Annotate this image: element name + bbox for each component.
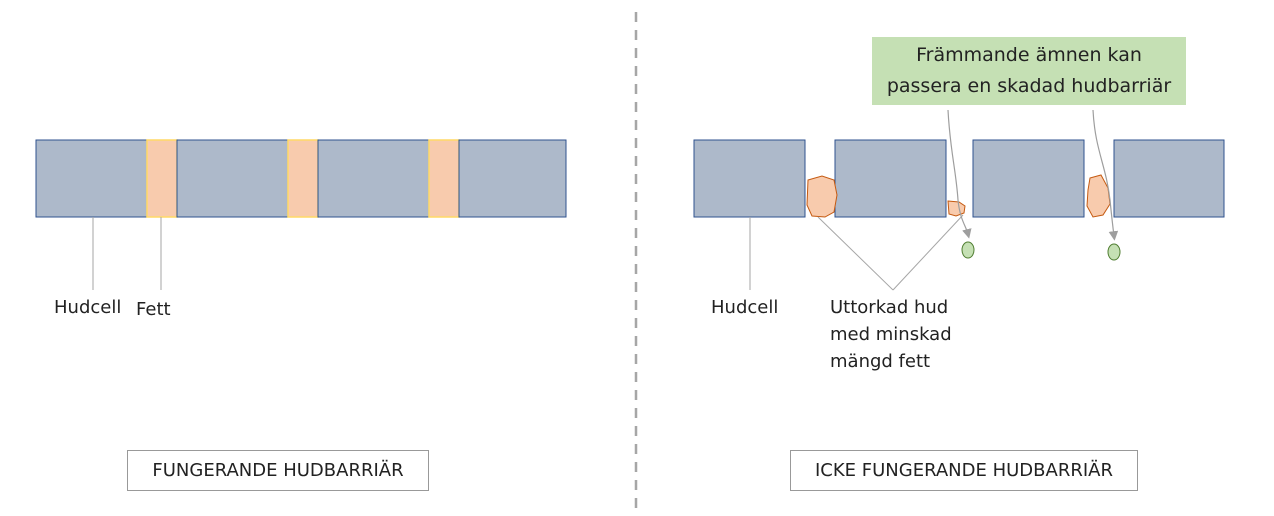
skin-cell bbox=[458, 139, 567, 218]
skin-cell bbox=[972, 139, 1085, 218]
foreign-particle bbox=[1107, 243, 1121, 261]
skin-cell bbox=[35, 139, 148, 218]
foreign-substances-callout: Främmande ämnen kan passera en skadad hu… bbox=[872, 37, 1186, 105]
entry-arrow bbox=[1092, 109, 1119, 241]
hudcell-label-right: Hudcell bbox=[711, 297, 779, 318]
skin-cell bbox=[693, 139, 806, 218]
reduced-fat-fragment bbox=[1086, 174, 1111, 218]
non-functioning-barrier-caption: ICKE FUNGERANDE HUDBARRIÄR bbox=[790, 450, 1138, 491]
dry-skin-label: Uttorkad hud med minskad mängd fett bbox=[830, 297, 952, 372]
entry-arrow bbox=[947, 109, 972, 239]
functioning-barrier bbox=[35, 139, 567, 290]
damaged-barrier bbox=[693, 109, 1225, 291]
fat-layer bbox=[428, 139, 460, 218]
skin-cell bbox=[1113, 139, 1225, 218]
skin-cell bbox=[317, 139, 430, 218]
foreign-particle bbox=[961, 241, 975, 259]
skin-cell bbox=[834, 139, 947, 218]
dry-skin-leader-line bbox=[817, 216, 894, 291]
hudcell-label-left: Hudcell bbox=[54, 297, 122, 318]
fett-label: Fett bbox=[136, 299, 171, 320]
fat-layer bbox=[146, 139, 178, 218]
skin-cell bbox=[176, 139, 289, 218]
reduced-fat-fragment bbox=[947, 200, 966, 217]
dry-skin-leader-line bbox=[892, 214, 964, 291]
reduced-fat-fragment bbox=[806, 175, 838, 218]
functioning-barrier-caption: FUNGERANDE HUDBARRIÄR bbox=[127, 450, 429, 491]
fat-layer bbox=[287, 139, 319, 218]
